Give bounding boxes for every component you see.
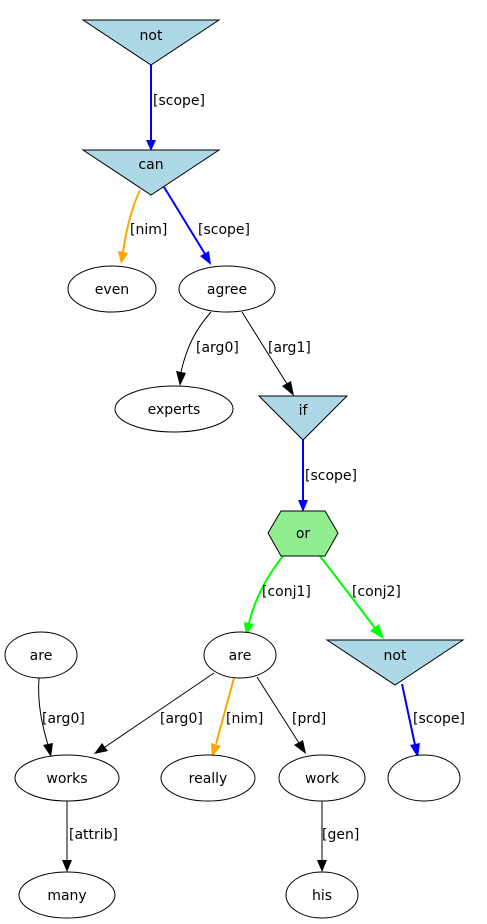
node-his: his <box>285 871 359 919</box>
edge-areleft-works: [arg0] <box>38 677 85 757</box>
node-label: works <box>46 771 87 787</box>
node-label: can <box>138 157 163 173</box>
edge-label-conj1: [conj1] <box>262 584 311 600</box>
node-not-right: not <box>325 639 465 686</box>
edge-label-attrib: [attrib] <box>69 827 118 843</box>
node-work: work <box>278 754 366 802</box>
node-agree: agree <box>178 265 276 313</box>
edge-can-even: [nim] <box>118 189 167 264</box>
edge-aremid-works: [arg0] <box>94 672 215 754</box>
edge-label-gen: [gen] <box>322 827 359 843</box>
edge-label-scope: [scope] <box>305 468 357 484</box>
node-label: many <box>47 888 86 904</box>
edge-or-are: [conj1] <box>244 555 311 636</box>
node-experts: experts <box>114 385 234 433</box>
edge-label-scope: [scope] <box>153 93 205 109</box>
node-label: work <box>305 771 340 787</box>
node-really: really <box>160 754 256 802</box>
node-label: his <box>312 888 332 904</box>
edge-if-or: [scope] <box>298 440 357 512</box>
node-label: agree <box>207 282 247 298</box>
node-not-top: not <box>81 19 221 66</box>
edge-works-many: [attrib] <box>62 801 118 872</box>
node-even: even <box>67 265 157 313</box>
node-label: really <box>189 771 228 787</box>
node-label: or <box>296 526 311 542</box>
edge-aremid-really: [nim] <box>211 677 263 757</box>
edge-label-arg0: [arg0] <box>160 711 203 727</box>
edge-label-prd: [prd] <box>292 711 326 727</box>
node-works: works <box>14 754 120 802</box>
edge-not-can: [scope] <box>146 65 205 151</box>
edge-label-scope: [scope] <box>198 222 250 238</box>
edge-label-nim: [nim] <box>130 222 167 238</box>
node-label: experts <box>148 402 201 418</box>
edge-label-conj2: [conj2] <box>352 584 401 600</box>
edge-label-arg0: [arg0] <box>42 711 85 727</box>
node-label: are <box>229 648 252 664</box>
edge-label-arg0: [arg0] <box>196 340 239 356</box>
node-label: if <box>299 403 309 419</box>
node-are-mid: are <box>203 631 277 679</box>
node-can: can <box>81 149 221 196</box>
edge-work-his: [gen] <box>317 801 359 872</box>
node-label: are <box>30 648 53 664</box>
edge-agree-experts: [arg0] <box>176 311 239 386</box>
edge-can-agree: [scope] <box>163 186 250 265</box>
node-empty <box>387 754 461 802</box>
node-label: even <box>95 282 129 298</box>
edge-label-nim: [nim] <box>226 711 263 727</box>
node-many: many <box>18 871 116 919</box>
edge-agree-if: [arg1] <box>241 311 311 396</box>
edge-or-not: [conj2] <box>319 555 401 639</box>
node-are-left: are <box>4 631 78 679</box>
node-if: if <box>257 395 349 441</box>
edge-aremid-work: [prd] <box>256 676 326 754</box>
edge-label-arg1: [arg1] <box>268 340 311 356</box>
node-label: not <box>140 28 163 44</box>
node-or: or <box>267 510 339 557</box>
node-label: not <box>384 648 407 664</box>
edge-label-scope: [scope] <box>413 711 465 727</box>
edge-not-empty: [scope] <box>401 683 465 758</box>
